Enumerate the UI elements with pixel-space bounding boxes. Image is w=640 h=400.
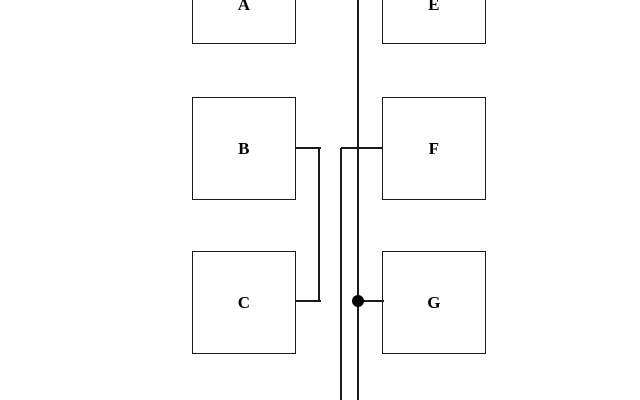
wire-g-left-stub	[358, 300, 384, 302]
node-f-label: F	[428, 138, 440, 158]
wire-b-right-stub	[295, 147, 321, 149]
node-c[interactable]: C	[192, 251, 296, 354]
node-g-label: G	[427, 292, 441, 312]
node-f[interactable]: F	[382, 97, 486, 200]
wire-b-c-vertical-link	[318, 148, 320, 302]
node-e-label: E	[428, 0, 440, 14]
node-a-label: A	[237, 0, 251, 14]
node-a[interactable]: A	[192, 0, 296, 44]
wire-c-right-stub	[295, 300, 321, 302]
node-g[interactable]: G	[382, 251, 486, 354]
wire-f-left-stub	[341, 147, 383, 149]
node-e[interactable]: E	[382, 0, 486, 44]
junction-dot-bus-g	[352, 295, 364, 307]
node-b[interactable]: B	[192, 97, 296, 200]
wire-bus-vertical-main	[357, 0, 359, 400]
node-b-label: B	[238, 138, 250, 158]
wire-f-down-vertical	[340, 148, 342, 400]
node-c-label: C	[237, 292, 251, 312]
